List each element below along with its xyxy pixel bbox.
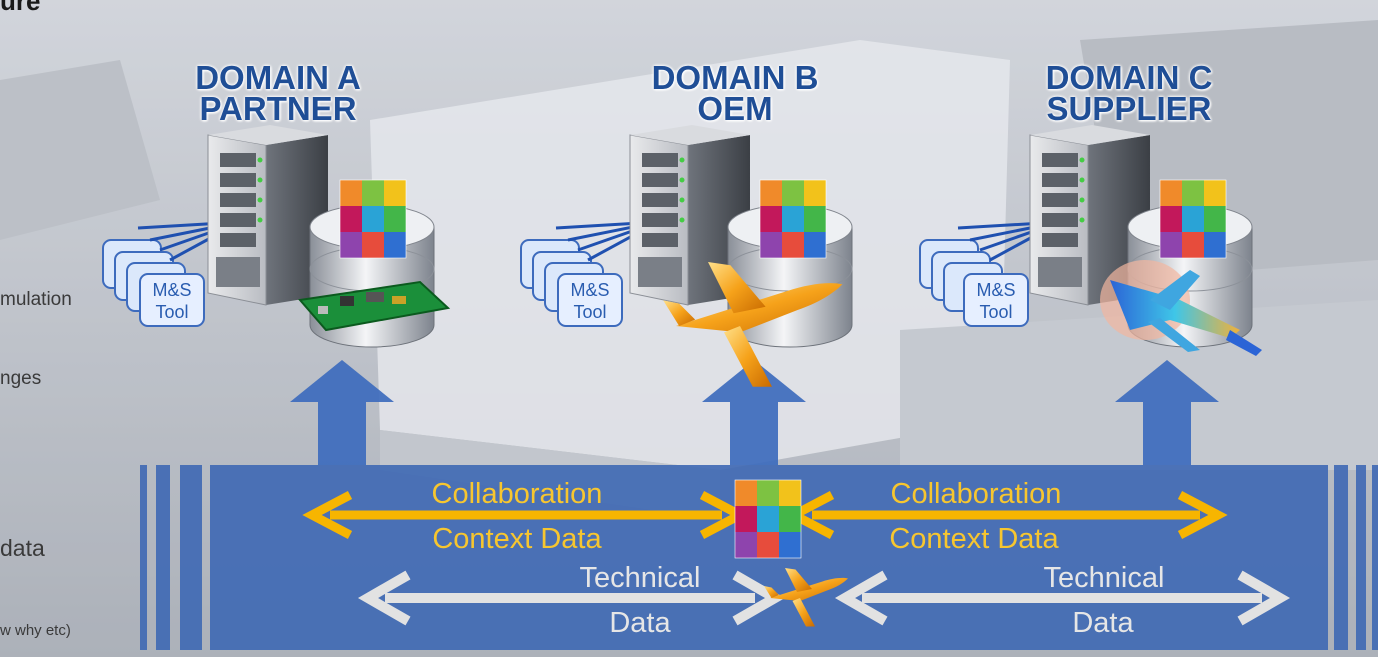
data-label-left: Data — [609, 607, 671, 639]
domain-c-title-line1: DOMAIN C — [1045, 59, 1213, 96]
circuit-board-icon — [298, 280, 451, 332]
tool-badge-line1-a: M&S — [152, 280, 191, 300]
domain-b-title-line2: OEM — [697, 90, 773, 127]
collaboration-label-right: Collaboration — [891, 478, 1062, 510]
domain-b-puzzle-icon — [759, 179, 827, 259]
left-text-line-3: data — [0, 535, 45, 561]
context-data-label-left: Context Data — [432, 523, 602, 555]
domain-b-tool-stack: M&S Tool — [520, 239, 623, 327]
domain-c-title-line2: SUPPLIER — [1046, 90, 1212, 127]
collaboration-label-left: Collaboration — [432, 478, 603, 510]
upward-arrow-c — [1115, 360, 1219, 465]
band-stripe-left-3 — [180, 465, 202, 650]
domain-a-title: DOMAIN A PARTNER — [118, 59, 438, 127]
tool-badge-line2-b: Tool — [573, 302, 606, 322]
technical-label-left: Technical — [580, 562, 701, 594]
domain-a-title-line2: PARTNER — [199, 90, 357, 127]
tool-badge-line2-c: Tool — [979, 302, 1012, 322]
domain-c-puzzle-icon — [1159, 179, 1227, 259]
band-stripe-left-2 — [156, 465, 170, 650]
tool-badge-line1-c: M&S — [976, 280, 1015, 300]
domain-c-title: DOMAIN C SUPPLIER — [969, 59, 1289, 127]
domain-a-tool-stack: M&S Tool — [102, 239, 205, 327]
domain-b-title: DOMAIN B OEM — [575, 59, 895, 127]
left-text-line-1: mulation — [0, 289, 72, 310]
context-data-label-right: Context Data — [889, 523, 1059, 555]
domain-b-stack: M&S Tool — [520, 124, 853, 387]
technical-arrow-right — [834, 570, 1291, 626]
left-text-line-2: nges — [0, 368, 42, 389]
band-stripe-right-3 — [1372, 465, 1378, 650]
domain-a-title-line1: DOMAIN A — [195, 59, 361, 96]
technical-label-right: Technical — [1044, 562, 1165, 594]
domain-a-puzzle-icon — [339, 179, 407, 259]
domain-c-tool-stack: M&S Tool — [919, 239, 1029, 327]
domain-a-stack: M&S Tool — [102, 124, 451, 348]
data-label-right: Data — [1072, 607, 1134, 639]
upward-arrow-b — [702, 360, 806, 465]
central-puzzle-icon — [734, 479, 802, 559]
upward-arrow-a — [290, 360, 394, 465]
domain-c-stack: M&S Tool — [919, 124, 1262, 356]
band-stripe-left-1 — [140, 465, 147, 650]
page-title-fragment: ure — [0, 0, 41, 16]
cfd-aircraft-icon — [1100, 260, 1262, 356]
band-stripe-right-1 — [1334, 465, 1348, 650]
band-stripe-right-2 — [1356, 465, 1366, 650]
tool-badge-line1-b: M&S — [570, 280, 609, 300]
left-text-line-4: w why etc) — [0, 622, 71, 639]
left-buildings — [0, 60, 160, 240]
tool-badge-line2-a: Tool — [155, 302, 188, 322]
domain-b-title-line1: DOMAIN B — [651, 59, 819, 96]
